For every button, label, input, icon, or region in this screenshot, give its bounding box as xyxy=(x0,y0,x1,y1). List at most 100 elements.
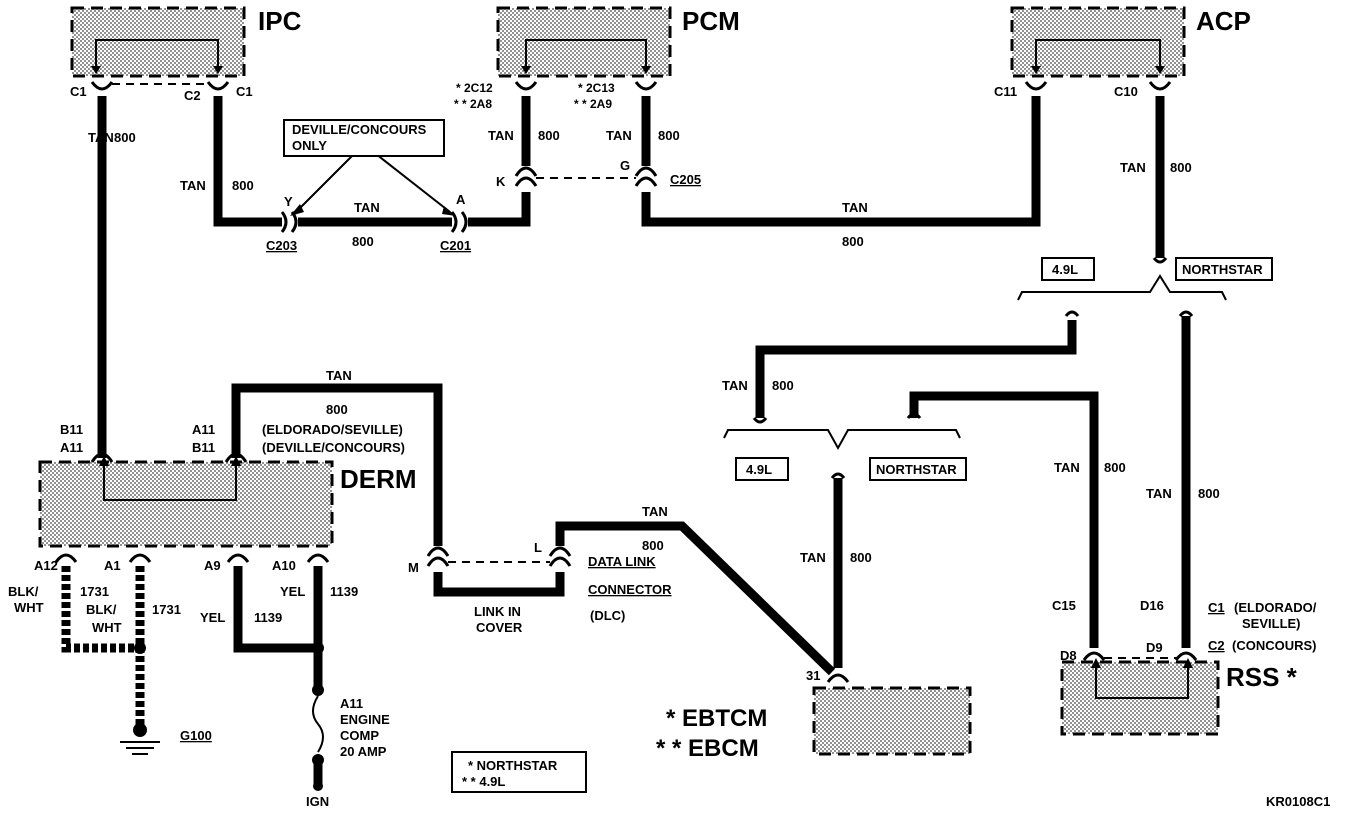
connector-g100: G100 xyxy=(180,728,212,743)
connector-c201: C201 xyxy=(440,238,471,253)
wire-800-13: 800 xyxy=(642,538,664,553)
wire-c201-k xyxy=(468,192,531,227)
pin-derm-a11: A11 xyxy=(60,440,83,455)
legend-box xyxy=(451,751,587,793)
wire-yel-a9: YEL xyxy=(200,610,225,625)
pin-y: Y xyxy=(284,194,293,209)
pin-rss-c1: C1 xyxy=(1208,600,1225,615)
dlc-label-2: CONNECTOR xyxy=(588,582,672,597)
wire-derm-a12 xyxy=(61,566,140,653)
fuse-label-1: A11 xyxy=(340,696,363,711)
wire-800-2: 800 xyxy=(232,178,254,193)
wire-derm-a9 xyxy=(233,566,318,653)
wire-ipc-c203 xyxy=(213,96,282,227)
pin-derm-a10: A10 xyxy=(272,558,296,573)
ebtcm-title: * EBTCM xyxy=(666,705,767,732)
pin-a: A xyxy=(456,192,466,207)
wire-tan-7: TAN xyxy=(1120,160,1146,175)
pin-ipc-c1b: C1 xyxy=(236,84,253,99)
note-arrows xyxy=(295,153,451,213)
wire-rss-d8 xyxy=(909,391,1099,648)
pin-d16: D16 xyxy=(1140,598,1164,613)
note-eldorado-seville: (ELDORADO/SEVILLE) xyxy=(262,422,403,437)
wire-800-8: 800 xyxy=(772,378,794,393)
wire-tan-10: TAN xyxy=(1146,486,1172,501)
wire-800-5: 800 xyxy=(658,128,680,143)
wire-800-3: 800 xyxy=(352,234,374,249)
splice-ebcm-bracket xyxy=(723,429,961,451)
ipc-module xyxy=(70,6,246,78)
wire-wht-label: WHT xyxy=(14,600,44,615)
wire-1731-a1: 1731 xyxy=(152,602,181,617)
link-in-label: LINK IN xyxy=(474,604,521,619)
rss-note-concours: (CONCOURS) xyxy=(1232,638,1317,653)
label-49l-top: 4.9L xyxy=(1052,262,1078,277)
ebcm-title: * * EBCM xyxy=(656,735,759,762)
ign-label: IGN xyxy=(306,794,329,809)
wire-wht-label-2: WHT xyxy=(92,620,122,635)
pin-derm-a12: A12 xyxy=(34,558,58,573)
wire-800-11: 800 xyxy=(850,550,872,565)
wire-tan-5: TAN xyxy=(606,128,632,143)
wire-blk-label-2: BLK/ xyxy=(86,602,117,617)
pin-l: L xyxy=(534,540,542,555)
pin-ipc-c1: C1 xyxy=(70,84,87,99)
pin-ipc-c2: C2 xyxy=(184,88,201,103)
wire-dlc-ebcm xyxy=(555,521,836,676)
pin-derm-b11: B11 xyxy=(60,422,83,437)
acp-title: ACP xyxy=(1196,6,1251,36)
wire-tan-2: TAN xyxy=(180,178,206,193)
49l-box-mid xyxy=(735,457,789,481)
note-arrowhead-a xyxy=(442,206,456,216)
wire-1139-a9: 1139 xyxy=(254,610,282,625)
wire-800-6: 800 xyxy=(842,234,864,249)
rss-note-eldorado: (ELDORADO/ xyxy=(1234,600,1317,615)
pin-m: M xyxy=(408,560,419,575)
wire-800-4: 800 xyxy=(538,128,560,143)
rss-note-seville: SEVILLE) xyxy=(1242,616,1301,631)
wire-49l-branch xyxy=(755,320,1077,418)
pcm-module xyxy=(496,6,672,78)
label-northstar-top: NORTHSTAR xyxy=(1182,262,1263,277)
derm-title: DERM xyxy=(340,464,417,494)
wire-tan-11: TAN xyxy=(800,550,826,565)
pin-derm-a11b: A11 xyxy=(192,422,215,437)
wire-800-12: 800 xyxy=(326,402,348,417)
deville-note-line2: ONLY xyxy=(292,138,327,153)
dlc-label-1: DATA LINK xyxy=(588,554,656,569)
splice-acp-bracket xyxy=(1017,274,1227,301)
ground-symbol xyxy=(120,642,160,755)
pin-k: K xyxy=(496,174,506,189)
wire-tan-8: TAN xyxy=(722,378,748,393)
pin-31: 31 xyxy=(806,668,820,683)
label-49l-mid: 4.9L xyxy=(746,462,772,477)
ebtcm-module xyxy=(812,686,972,756)
pin-d8: D8 xyxy=(1060,648,1077,663)
pin-c15: C15 xyxy=(1052,598,1076,613)
dlc-label-3: (DLC) xyxy=(590,608,625,623)
fuse-symbol xyxy=(312,642,324,791)
wire-tan-4: TAN xyxy=(488,128,514,143)
fuse-label-2: ENGINE xyxy=(340,712,390,727)
connector-c205: C205 xyxy=(670,172,701,187)
deville-note-box xyxy=(283,119,445,157)
wire-800-9: 800 xyxy=(1104,460,1126,475)
wire-1731-a12: 1731 xyxy=(80,584,109,599)
pin-acp-c10: C10 xyxy=(1114,84,1138,99)
wire-tan-3: TAN xyxy=(354,200,380,215)
pin-pcm-2c12: * 2C12 xyxy=(456,81,493,95)
wire-800-10: 800 xyxy=(1198,486,1220,501)
connector-c203: C203 xyxy=(266,238,297,253)
note-deville-concours: (DEVILLE/CONCOURS) xyxy=(262,440,405,455)
splice-cup-top xyxy=(1152,257,1168,264)
pin-pcm-2c13: * 2C13 xyxy=(578,81,615,95)
wire-tan-13: TAN xyxy=(642,504,668,519)
pin-derm-b11b: B11 xyxy=(192,440,215,455)
wire-tan-6: TAN xyxy=(842,200,868,215)
pin-pcm-2a9: * * 2A9 xyxy=(574,97,612,111)
wire-blk-wht-label: BLK/ xyxy=(8,584,39,599)
northstar-box-top xyxy=(1175,257,1273,281)
cover-label: COVER xyxy=(476,620,523,635)
wire-g-acp xyxy=(641,96,1041,227)
